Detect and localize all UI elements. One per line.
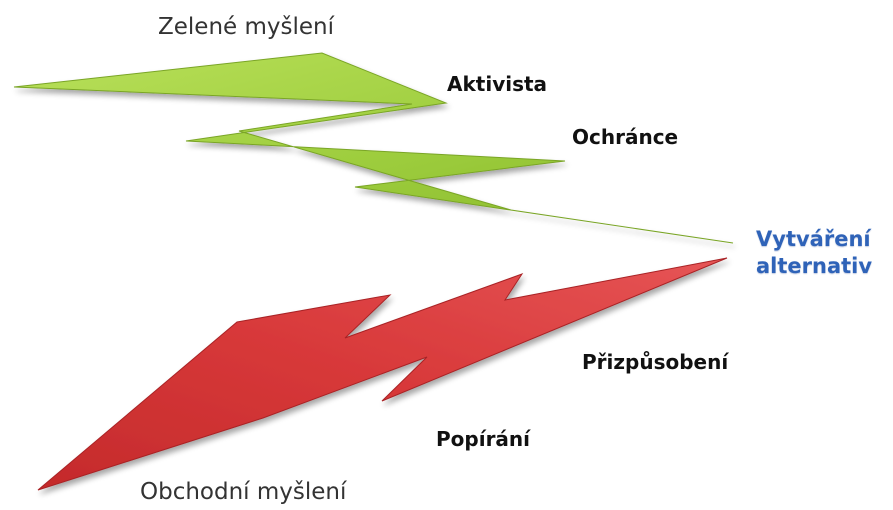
result-line-1: Vytváření bbox=[756, 226, 872, 253]
stage-adaptation-label: Přizpůsobení bbox=[582, 350, 728, 374]
stage-activist-label: Aktivista bbox=[447, 72, 547, 96]
red-lightning-bolt bbox=[38, 258, 727, 490]
business-thinking-title: Obchodní myšlení bbox=[140, 479, 346, 505]
stage-protector-label: Ochránce bbox=[572, 125, 678, 149]
result-line-2: alternativ bbox=[756, 253, 872, 280]
result-label: Vytváření alternativ bbox=[756, 226, 872, 280]
green-thinking-title: Zelené myšlení bbox=[158, 14, 334, 40]
stage-denial-label: Popírání bbox=[436, 427, 530, 451]
